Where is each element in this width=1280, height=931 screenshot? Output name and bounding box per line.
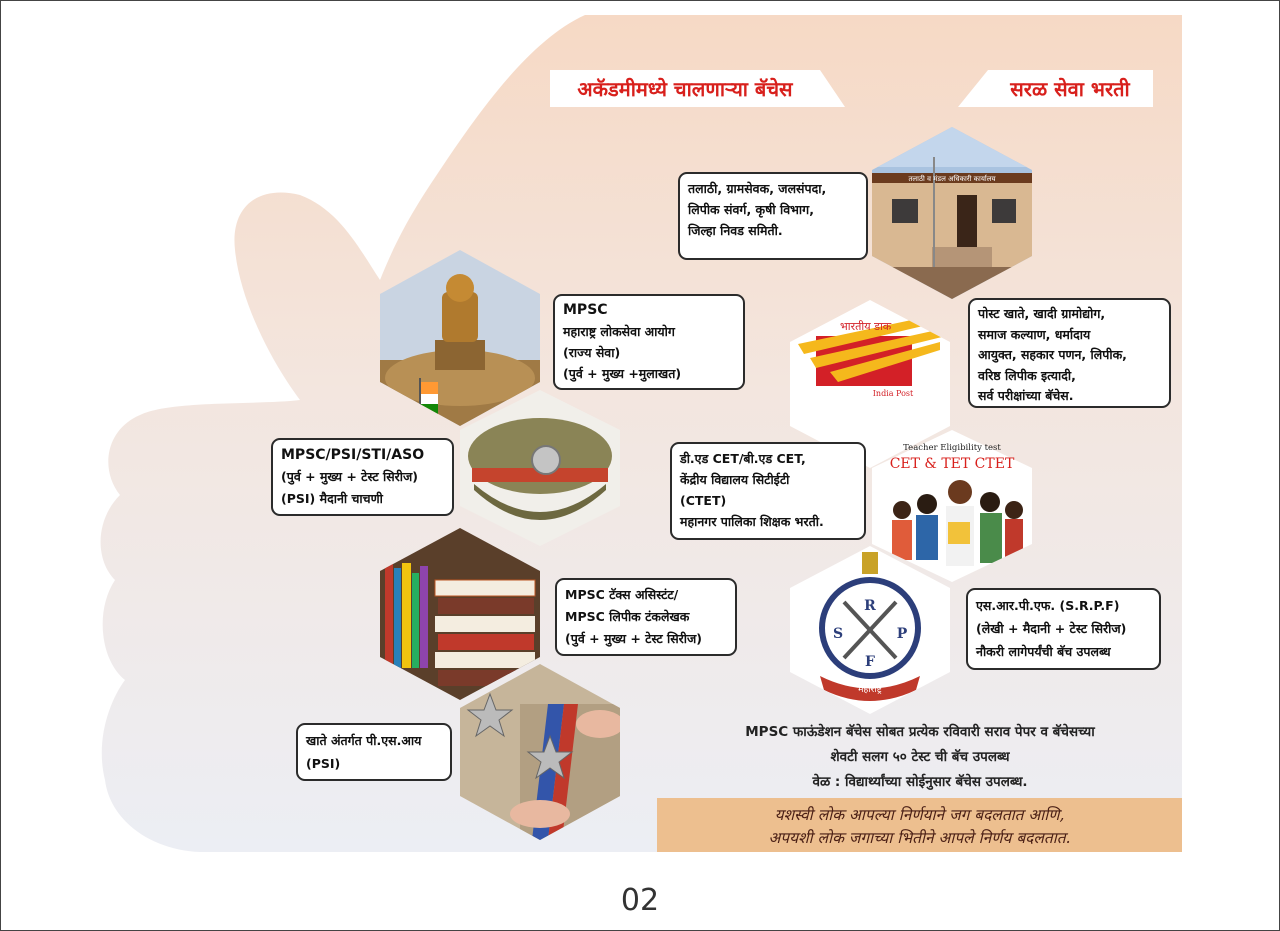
tet-main-text: CET & TET CTET [890,456,1015,472]
footer-line-1: MPSC फाऊंडेशन बॅचेस सोबत प्रत्येक रविवार… [745,724,1095,740]
srpf-line-3: नौकरी लागेपर्यंची बॅच उपलब्ध [976,644,1111,659]
tet-top-text: Teacher Eligibility test [903,443,1001,453]
talathi-office-image: तलाठी व मंडल अधिकारी कार्यालय [872,127,1032,299]
tax-line-1: MPSC टॅक्स असिस्टंट/ [565,587,679,602]
srpf-emblem-image: R S P F महाराष्ट्र [790,546,950,714]
mpsc-box: MPSC महाराष्ट्र लोकसेवा आयोग (राज्य सेवा… [553,294,745,390]
psi-stars-image [460,664,620,840]
srpf-line-1: एस.आर.पी.एफ. (S.R.P.F) [976,598,1120,613]
police-cap-image [460,390,620,546]
srpf-letter-p: P [897,626,908,642]
ctet-line-1: डी.एड CET/बी.एड CET, [680,451,806,466]
mpsc-line-2: महाराष्ट्र लोकसेवा आयोग [563,324,675,339]
khate-line-2: (PSI) [306,756,341,771]
post-line-4: वरिष्ठ लिपीक इत्यादी, [978,367,1076,383]
left-banner-title: अकॅडमीमध्ये चालणाऱ्या बॅचेस [577,77,793,101]
khate-box: खाते अंतर्गत पी.एस.आय (PSI) [296,723,452,781]
post-line-3: आयुक्त, सहकार पणन, लिपीक, [978,347,1127,362]
quote-banner: यशस्वी लोक आपल्या निर्णयाने जग बदलतात आण… [657,798,1182,852]
mpsc-line-4: (पुर्व + मुख्य +मुलाखत) [563,366,682,381]
right-banner-shape [958,70,1153,107]
post-line-5: सर्व परीक्षांच्या बॅचेस. [978,388,1074,403]
tax-box: MPSC टॅक्स असिस्टंट/ MPSC लिपीक टंकलेखक … [555,578,737,656]
srpf-letter-f: F [865,654,875,670]
cet-tet-students-image: Teacher Eligibility test CET & TET CTET [872,430,1032,582]
khate-line-1: खाते अंतर्गत पी.एस.आय [306,733,422,748]
left-banner-shape [550,70,845,107]
psi-box: MPSC/PSI/STI/ASO (पुर्व + मुख्य + टेस्ट … [271,438,454,516]
talathi-line-1: तलाठी, ग्रामसेवक, जलसंपदा, [688,181,827,196]
india-post-hindi-text: भारतीय डाक [840,320,892,333]
srpf-letter-r: R [864,598,876,614]
ctet-line-4: महानगर पालिका शिक्षक भरती. [680,514,824,529]
tax-line-2: MPSC लिपीक टंकलेखक [565,609,690,624]
srpf-line-2: (लेखी + मैदानी + टेस्ट सिरीज) [976,621,1127,636]
srpf-ribbon-text: महाराष्ट्र [858,685,883,695]
post-box: पोस्ट खाते, खादी ग्रामोद्योग, समाज कल्या… [968,298,1171,408]
srpf-box: एस.आर.पी.एफ. (S.R.P.F) (लेखी + मैदानी + … [966,588,1161,670]
footer-line-2: शेवटी सलग ५० टेस्ट ची बॅच उपलब्ध [830,749,1010,765]
talathi-line-3: जिल्हा निवड समिती. [688,223,783,238]
india-post-en-text: India Post [873,389,914,398]
ashoka-emblem-image [380,250,540,426]
post-line-2: समाज कल्याण, धर्मादाय [978,326,1091,342]
footer-line-3: वेळ : विद्यार्थ्यांच्या सोईनुसार बॅचेस उ… [812,774,1028,790]
talathi-line-2: लिपीक संवर्ग, कृषी विभाग, [688,202,814,217]
psi-line-2: (पुर्व + मुख्य + टेस्ट सिरीज) [281,469,418,484]
quote-line-1: यशस्वी लोक आपल्या निर्णयाने जग बदलतात आण… [774,806,1065,824]
mpsc-line-1: MPSC [563,302,608,318]
tax-line-3: (पुर्व + मुख्य + टेस्ट सिरीज) [565,631,702,646]
right-banner-title: सरळ सेवा भरती [1010,77,1130,101]
office-sign-text: तलाठी व मंडल अधिकारी कार्यालय [908,174,996,183]
psi-line-1: MPSC/PSI/STI/ASO [281,447,425,463]
mpsc-line-3: (राज्य सेवा) [563,345,621,360]
quote-line-2: अपयशी लोक जगाच्या भितीने आपले निर्णय बदल… [768,829,1071,847]
talathi-box: तलाठी, ग्रामसेवक, जलसंपदा, लिपीक संवर्ग,… [678,172,868,260]
books-image [380,528,540,700]
ctet-box: डी.एड CET/बी.एड CET, केंद्रीय विद्यालय स… [670,442,866,540]
post-line-1: पोस्ट खाते, खादी ग्रामोद्योग, [978,306,1106,321]
ctet-line-3: (CTET) [680,493,727,508]
psi-line-3: (PSI) मैदानी चाचणी [281,491,383,506]
india-post-image: भारतीय डाक India Post [790,300,950,468]
srpf-letter-s: S [833,626,843,642]
ctet-line-2: केंद्रीय विद्यालय सिटीईटी [680,472,790,487]
page-number: 02 [620,883,660,918]
